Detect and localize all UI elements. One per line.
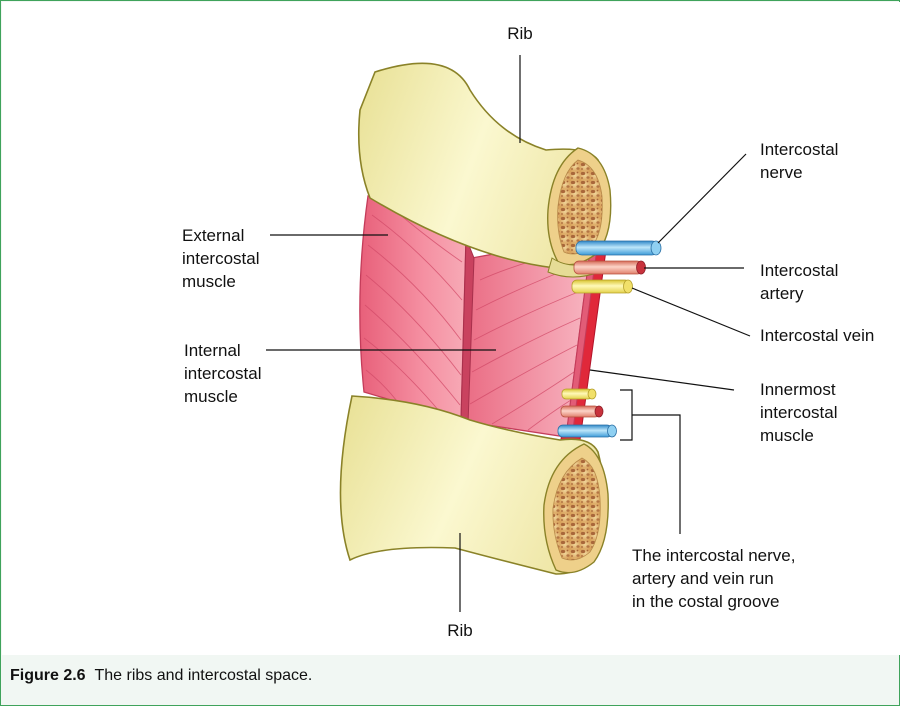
leader-nerve [658, 154, 746, 243]
label-external-line3: muscle [182, 272, 236, 291]
leader-vein [632, 288, 750, 336]
label-nerve-line1: Intercostal [760, 140, 838, 159]
label-artery-line1: Intercostal [760, 261, 838, 280]
vessel-bracket [620, 390, 632, 440]
label-internal-line2: intercostal [184, 364, 261, 383]
label-vein: Intercostal vein [760, 326, 874, 345]
label-external-line1: External [182, 226, 244, 245]
label-internal-line3: muscle [184, 387, 238, 406]
label-innermost-line3: muscle [760, 426, 814, 445]
leader-groove [632, 415, 680, 534]
figure-caption-text: The ribs and intercostal space. [94, 667, 312, 684]
upper-vessels [572, 241, 661, 293]
label-external-line2: intercostal [182, 249, 259, 268]
label-rib-bottom: Rib [447, 621, 473, 640]
lower-vessels [558, 389, 617, 437]
label-innermost-line1: Innermost [760, 380, 836, 399]
figure-caption: Figure 2.6 The ribs and intercostal spac… [10, 667, 312, 685]
figure-number: Figure 2.6 [10, 667, 86, 684]
leader-innermost [590, 370, 734, 390]
label-rib-top: Rib [507, 24, 533, 43]
label-groove-line1: The intercostal nerve, [632, 546, 795, 565]
label-innermost-line2: intercostal [760, 403, 837, 422]
label-internal-line1: Internal [184, 341, 241, 360]
label-groove-line2: artery and vein run [632, 569, 774, 588]
label-nerve-line2: nerve [760, 163, 803, 182]
label-groove-line3: in the costal groove [632, 592, 779, 611]
label-artery-line2: artery [760, 284, 804, 303]
